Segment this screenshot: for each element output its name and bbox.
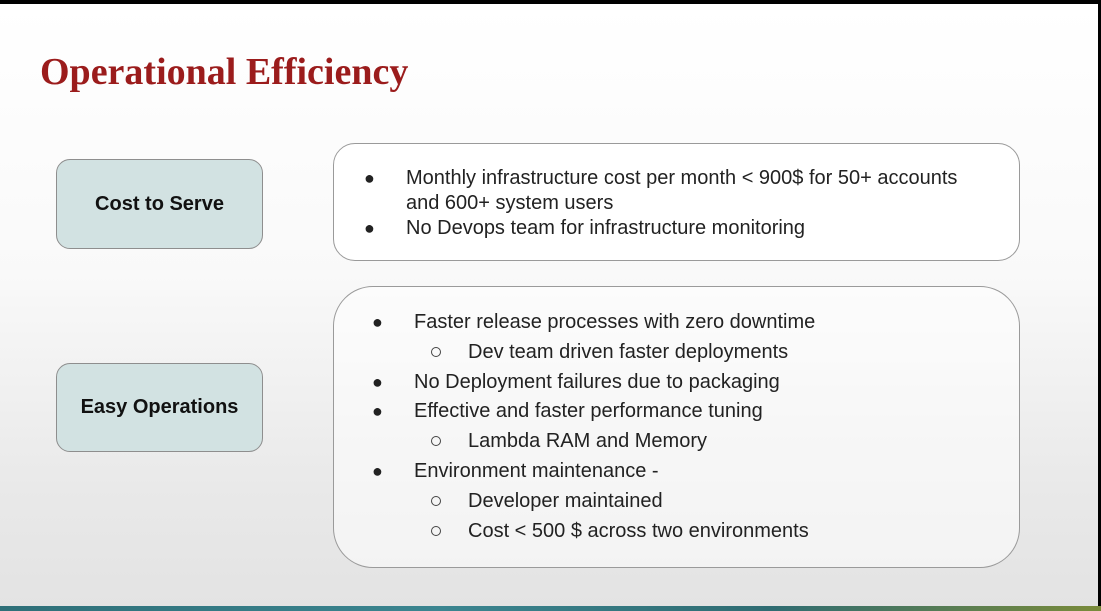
sub-list-item-text: Cost < 500 $ across two environments bbox=[468, 520, 809, 542]
sub-bullet-icon bbox=[431, 436, 441, 446]
bullet-icon: ● bbox=[364, 168, 375, 188]
easy-operations-label: Easy Operations bbox=[80, 396, 239, 418]
list-item-text: No Devops team for infrastructure monito… bbox=[406, 217, 806, 239]
bottom-accent-bar bbox=[0, 606, 1101, 611]
easy-operations-content-box: ● Faster release processes with zero dow… bbox=[333, 286, 1020, 568]
list-item-text: Effective and faster performance tuning bbox=[414, 400, 763, 422]
sub-list-item-text: Dev team driven faster deployments bbox=[468, 341, 789, 363]
list-item-text: Monthly infrastructure cost per month < … bbox=[406, 167, 958, 189]
easy-operations-label-box: Easy Operations bbox=[56, 363, 263, 452]
sub-bullet-icon bbox=[431, 526, 441, 536]
bullet-icon: ● bbox=[372, 401, 383, 421]
bullet-icon: ● bbox=[372, 461, 383, 481]
list-item-text: No Deployment failures due to packaging bbox=[414, 371, 780, 393]
cost-to-serve-content-box: ● Monthly infrastructure cost per month … bbox=[333, 143, 1020, 261]
sub-list-item-text: Lambda RAM and Memory bbox=[468, 430, 707, 452]
cost-to-serve-label: Cost to Serve bbox=[95, 192, 224, 215]
sub-list-item-text: Developer maintained bbox=[468, 490, 663, 512]
top-border bbox=[0, 0, 1101, 4]
sub-bullet-icon bbox=[431, 496, 441, 506]
slide: Operational Efficiency Cost to Serve ● M… bbox=[0, 4, 1098, 607]
list-item-text: Environment maintenance - bbox=[414, 460, 659, 482]
right-border bbox=[1098, 0, 1101, 611]
bullet-icon: ● bbox=[364, 218, 375, 238]
sub-bullet-icon bbox=[431, 347, 441, 357]
bullet-icon: ● bbox=[372, 312, 383, 332]
list-item-text: Faster release processes with zero downt… bbox=[414, 311, 816, 333]
bullet-icon: ● bbox=[372, 372, 383, 392]
slide-title: Operational Efficiency bbox=[40, 51, 409, 93]
cost-to-serve-label-box: Cost to Serve bbox=[56, 159, 263, 249]
list-item-text-continuation: and 600+ system users bbox=[406, 192, 614, 214]
